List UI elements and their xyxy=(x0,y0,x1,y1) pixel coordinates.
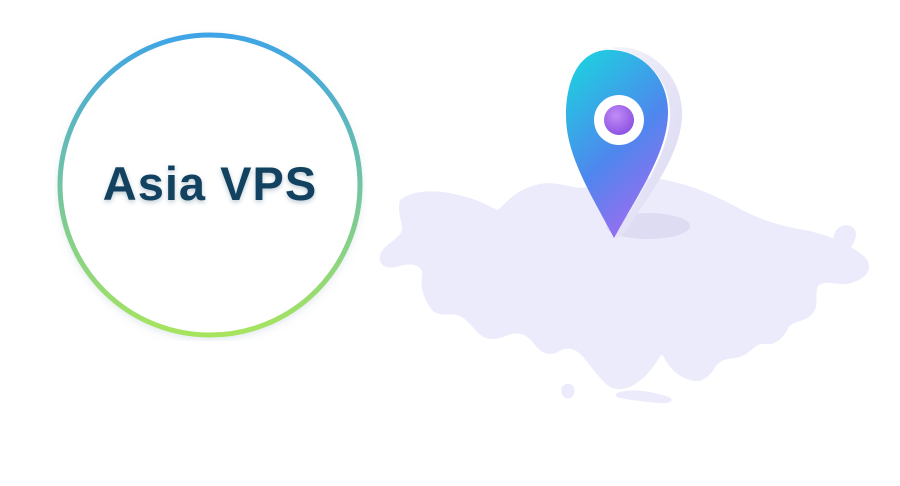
pin-side xyxy=(610,47,683,239)
sri-lanka-shape xyxy=(561,383,575,399)
title-badge xyxy=(57,32,363,338)
asia-mainland-shape xyxy=(379,177,869,390)
asia-map xyxy=(379,177,869,404)
indonesia-shape xyxy=(615,390,672,404)
location-pin-icon xyxy=(566,47,690,239)
philippines-shape xyxy=(763,318,779,340)
badge-background xyxy=(60,35,360,335)
pin-core xyxy=(604,105,634,135)
badge-ring xyxy=(57,32,363,338)
badge-title: Asia VPS xyxy=(102,156,318,210)
japan-shape xyxy=(820,225,856,276)
